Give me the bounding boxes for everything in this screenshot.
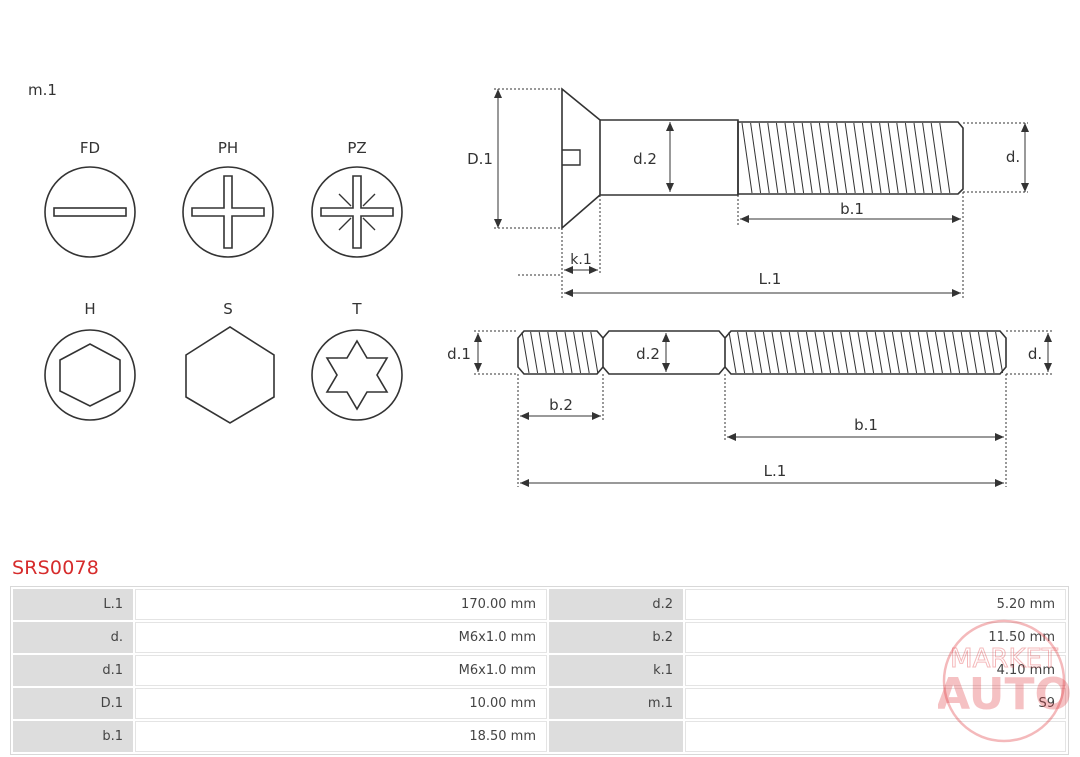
market-auto-logo: MARKET AUTO [938, 619, 1070, 743]
svg-text:FD: FD [80, 139, 100, 157]
screw-dim-b1: b.1 [840, 200, 864, 218]
screw-dim-d: d. [1006, 148, 1020, 166]
technical-drawing: m.1 FD PH PZ H S T [28, 81, 1052, 487]
drive-group-label: m.1 [28, 81, 57, 99]
spec-value: 11.50 mm [685, 622, 1066, 653]
spec-value: S9 [685, 688, 1066, 719]
screw-diagram [494, 87, 1028, 298]
spec-label: d.1 [13, 655, 133, 686]
drive-h-icon: H [44, 300, 136, 421]
svg-text:PZ: PZ [347, 139, 366, 157]
spec-value: M6x1.0 mm [135, 622, 547, 653]
screw-dim-k1: k.1 [570, 252, 591, 268]
stud-dim-d1: d.1 [447, 345, 471, 363]
screw-dim-D1: D.1 [467, 150, 493, 168]
svg-text:S: S [223, 300, 233, 318]
spec-label: D.1 [13, 688, 133, 719]
part-number: SRS0078 [12, 557, 100, 579]
stud-diagram [474, 330, 1052, 487]
spec-label: b.1 [13, 721, 133, 752]
drive-pz-icon: PZ [311, 139, 403, 258]
spec-value: M6x1.0 mm [135, 655, 547, 686]
spec-value [685, 721, 1066, 752]
stud-dim-b2: b.2 [549, 396, 573, 414]
svg-text:AUTO: AUTO [938, 669, 1070, 720]
stud-dim-d: d. [1028, 345, 1042, 363]
svg-text:T: T [351, 300, 362, 318]
svg-text:PH: PH [218, 139, 238, 157]
spec-label: d. [13, 622, 133, 653]
spec-label: k.1 [549, 655, 683, 686]
spec-value: 10.00 mm [135, 688, 547, 719]
svg-text:MARKET: MARKET [950, 644, 1058, 674]
spec-label: m.1 [549, 688, 683, 719]
spec-label: b.2 [549, 622, 683, 653]
drive-s-icon: S [185, 300, 275, 424]
drive-t-icon: T [311, 300, 403, 421]
svg-text:H: H [84, 300, 95, 318]
spec-value: 4.10 mm [685, 655, 1066, 686]
spec-label: L.1 [13, 589, 133, 620]
spec-label: d.2 [549, 589, 683, 620]
stud-dim-d2: d.2 [636, 345, 660, 363]
spec-value: 18.50 mm [135, 721, 547, 752]
spec-value: 5.20 mm [685, 589, 1066, 620]
stud-dim-L1: L.1 [764, 462, 787, 480]
spec-label [549, 721, 683, 752]
screw-dim-L1: L.1 [759, 270, 782, 288]
screw-dim-d2: d.2 [633, 150, 657, 168]
drive-fd-icon: FD [44, 139, 136, 258]
spec-value: 170.00 mm [135, 589, 547, 620]
stud-dim-b1: b.1 [854, 416, 878, 434]
drive-ph-icon: PH [182, 139, 274, 258]
